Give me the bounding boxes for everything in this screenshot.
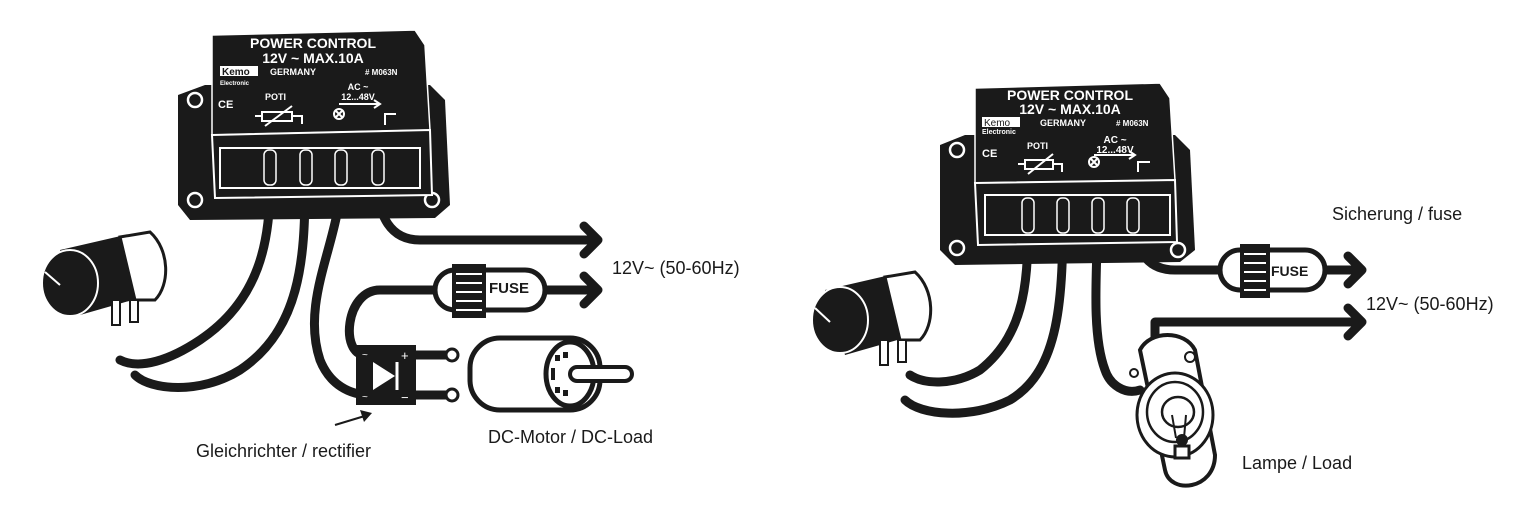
rectifier-ac-1: ~ bbox=[362, 350, 368, 361]
left-potentiometer bbox=[41, 230, 168, 326]
ac-label: AC ~ bbox=[1103, 135, 1126, 146]
right-fuse: FUSE bbox=[1217, 244, 1328, 298]
left-diagram: POWER CONTROL 12V ~ MAX.10A Kemo GERMANY… bbox=[41, 29, 634, 426]
rectifier-ac-2: ~ bbox=[362, 392, 368, 403]
brand-logo: Kemo bbox=[222, 67, 250, 78]
brand-sub: Electronic bbox=[982, 129, 1016, 136]
fuse-label: FUSE bbox=[1271, 263, 1308, 279]
module-title-1: POWER CONTROL bbox=[250, 35, 376, 51]
rectifier-plus: + bbox=[401, 348, 409, 363]
left-module: POWER CONTROL 12V ~ MAX.10A Kemo GERMANY… bbox=[178, 29, 450, 220]
dc-load-label: DC-Motor / DC-Load bbox=[488, 427, 654, 447]
dc-motor bbox=[444, 335, 634, 413]
rectifier-minus: − bbox=[401, 390, 409, 405]
variable-resistor-icon bbox=[255, 105, 303, 127]
module-country: GERMANY bbox=[1040, 118, 1086, 128]
brand-logo: Kemo bbox=[984, 118, 1011, 129]
lamp-symbol-icon bbox=[333, 99, 396, 125]
brand-sub: Electronic bbox=[220, 81, 250, 87]
right-module: POWER CONTROL 12V ~ MAX.10A Kemo GERMANY… bbox=[940, 82, 1195, 265]
module-part-number: # M063N bbox=[1116, 119, 1149, 128]
right-diagram: POWER CONTROL 12V ~ MAX.10A Kemo GERMANY… bbox=[811, 82, 1362, 488]
lamp bbox=[1129, 333, 1218, 488]
module-title-1: POWER CONTROL bbox=[1007, 87, 1133, 103]
lamp-load-label: Lampe / Load bbox=[1242, 453, 1353, 473]
module-part-number: # M063N bbox=[365, 68, 398, 77]
module-title-2: 12V ~ MAX.10A bbox=[1019, 101, 1121, 117]
voltage-range: 12...48V bbox=[341, 92, 375, 102]
ce-mark: CE bbox=[218, 99, 233, 111]
fuse-caption: Sicherung / fuse bbox=[1332, 204, 1463, 224]
right-potentiometer bbox=[811, 270, 933, 366]
variable-resistor-icon bbox=[1018, 153, 1063, 175]
rectifier: ~ ~ + − bbox=[334, 345, 416, 426]
rectifier-label: Gleichrichter / rectifier bbox=[196, 441, 372, 461]
left-supply-label: 12V~ (50-60Hz) bbox=[612, 258, 740, 278]
poti-label: POTI bbox=[1027, 141, 1048, 151]
module-title-2: 12V ~ MAX.10A bbox=[262, 50, 364, 66]
fuse-label: FUSE bbox=[489, 280, 529, 297]
left-fuse: FUSE bbox=[432, 264, 548, 318]
right-supply-label: 12V~ (50-60Hz) bbox=[1366, 294, 1494, 314]
ce-mark: CE bbox=[982, 148, 997, 160]
poti-label: POTI bbox=[265, 92, 286, 102]
ac-label: AC ~ bbox=[348, 82, 369, 92]
voltage-range: 12...48V bbox=[1096, 145, 1134, 156]
lamp-symbol-icon bbox=[1088, 150, 1150, 172]
module-country: GERMANY bbox=[270, 67, 316, 77]
